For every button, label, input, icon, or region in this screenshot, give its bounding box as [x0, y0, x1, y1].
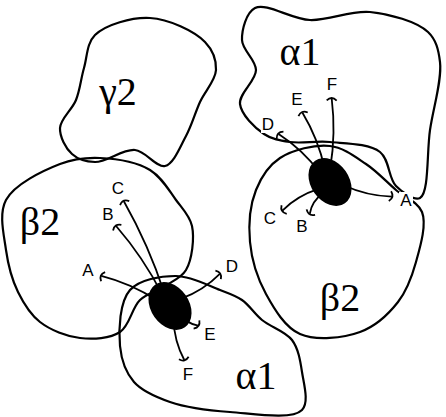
loop-letter: E	[203, 326, 216, 343]
spoke-line	[282, 189, 318, 210]
loop-letter: D	[225, 258, 239, 275]
spoke-cup	[113, 225, 121, 231]
spoke-cup	[277, 132, 284, 139]
subunit-outline	[117, 273, 305, 415]
spoke-line	[124, 201, 165, 293]
spoke-line	[330, 98, 333, 168]
spoke-cup	[307, 209, 315, 215]
subunit: α1	[237, 5, 443, 201]
subunit: γ2	[57, 15, 219, 169]
subunit-outline-path	[240, 7, 440, 199]
spoke-cup	[389, 191, 393, 201]
subunit-outline-path	[119, 276, 305, 416]
spoke-cup	[120, 200, 129, 205]
loop-letter: B	[295, 218, 308, 235]
subunit-outline-path	[60, 18, 216, 166]
loop-letter: D	[261, 116, 275, 133]
spoke-cup	[179, 357, 189, 361]
subunit: β2	[3, 155, 195, 341]
subunit: α1	[117, 273, 305, 415]
subunit-outline-path	[249, 146, 423, 338]
loop-letter: A	[81, 262, 94, 279]
subunit-outline	[237, 5, 443, 201]
loop-letter: B	[101, 206, 114, 223]
spoke-cup	[327, 98, 337, 101]
loop-letter: C	[263, 210, 277, 227]
loop-letter: F	[326, 76, 338, 93]
binding-site-blob	[300, 150, 361, 214]
loop-letter: C	[111, 180, 125, 197]
subunit-name: α1	[280, 32, 321, 72]
subunit-name: β2	[320, 278, 360, 318]
spoke-cup	[194, 320, 200, 328]
subunit-name: α1	[236, 356, 277, 396]
spoke-cup	[100, 272, 105, 281]
spoke-cup	[298, 112, 307, 117]
spoke-cup	[281, 205, 286, 214]
spoke-cup	[215, 271, 221, 279]
subunit-name: β2	[20, 202, 60, 242]
site-spokes	[100, 98, 392, 361]
subunit-outline-path	[2, 158, 193, 339]
subunit: β2	[247, 143, 425, 337]
subunit-outline	[3, 155, 195, 341]
subunit-outline	[57, 15, 219, 169]
loop-letter: A	[399, 192, 412, 209]
loop-letter: F	[182, 366, 194, 383]
subunit-name: γ2	[99, 72, 137, 112]
loop-letter: E	[290, 91, 303, 108]
